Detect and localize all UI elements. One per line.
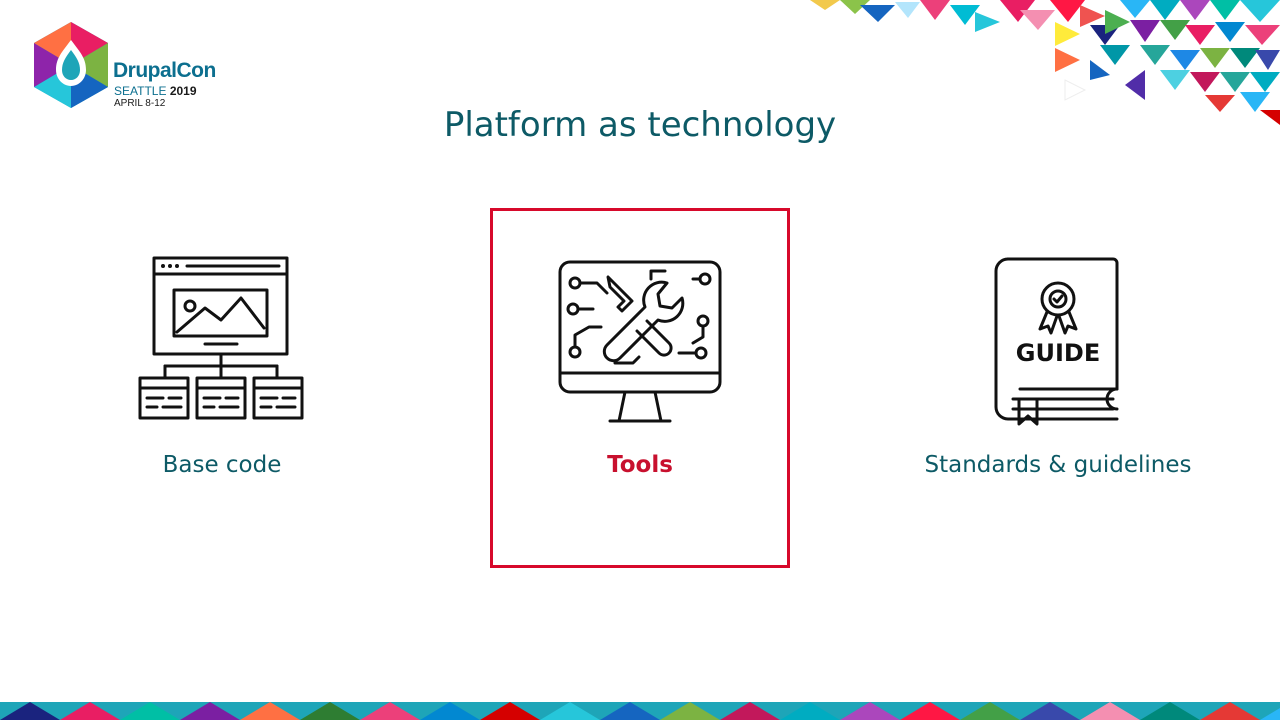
logo-location: SEATTLE 2019 xyxy=(114,85,197,97)
logo-wordmark: DrupalCon xyxy=(113,59,216,82)
logo-year: 2019 xyxy=(169,84,197,98)
item-label: Tools xyxy=(607,452,673,478)
item-label: Base code xyxy=(162,452,282,478)
item-standards-guidelines: GUIDE Standards & guidelines xyxy=(908,208,1208,568)
decorative-triangles-corner xyxy=(810,0,1280,125)
logo-dates: APRIL 8-12 xyxy=(114,98,166,109)
logo-city: SEATTLE xyxy=(114,84,167,98)
svg-text:GUIDE: GUIDE xyxy=(1016,339,1100,367)
drupal-drop-icon xyxy=(34,22,108,108)
website-sitemap-icon xyxy=(138,256,304,420)
item-base-code: Base code xyxy=(72,208,372,568)
guide-book-icon: GUIDE xyxy=(994,257,1119,426)
decorative-triangles-strip xyxy=(0,702,1280,720)
drupalcon-logo: DrupalCon SEATTLE 2019 APRIL 8-12 xyxy=(30,20,230,110)
item-tools: Tools xyxy=(490,208,790,568)
item-label: Standards & guidelines xyxy=(924,452,1192,478)
monitor-wrench-circuit-icon xyxy=(558,260,722,423)
slide-title: Platform as technology xyxy=(443,105,837,145)
